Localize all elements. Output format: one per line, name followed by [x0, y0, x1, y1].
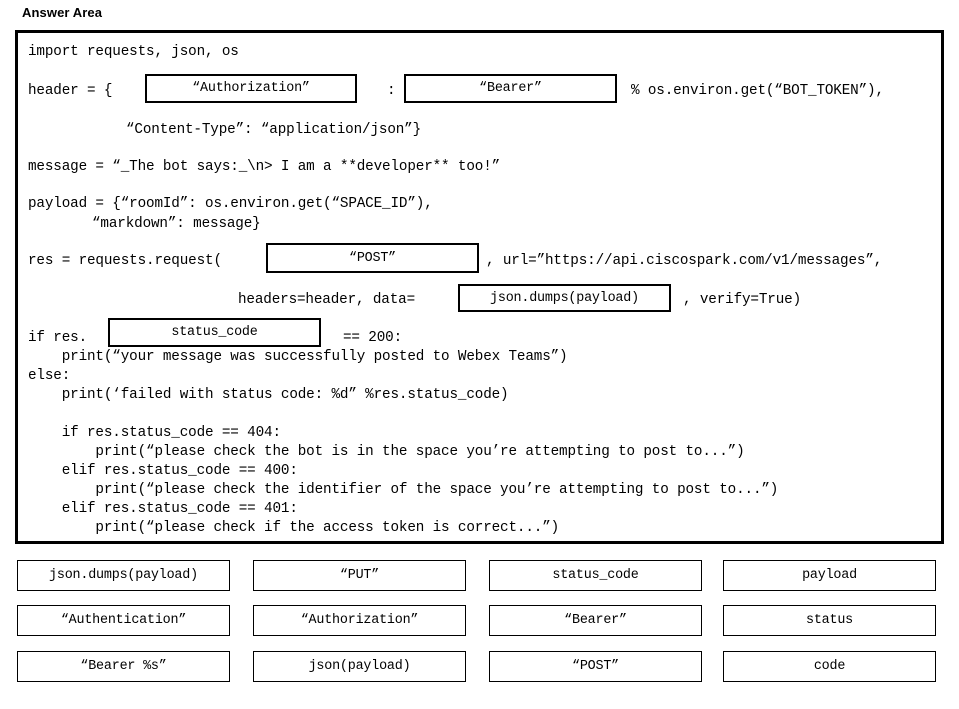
code-line: print(‘failed with status code: %d” %res…	[28, 387, 509, 403]
choice-bearer[interactable]: “Bearer”	[489, 605, 702, 636]
choice-status-code[interactable]: status_code	[489, 560, 702, 591]
answer-choice-pool: json.dumps(payload) “PUT” status_code paylo…	[0, 556, 959, 696]
code-line: :	[387, 83, 396, 99]
code-line: payload = {“roomId”: os.environ.get(“SPA…	[28, 196, 433, 212]
code-line: , verify=True)	[683, 292, 802, 308]
drop-box-authorization[interactable]: “Authorization”	[145, 74, 357, 103]
code-line: “markdown”: message}	[92, 216, 261, 232]
code-line: print(“please check the bot is in the sp…	[28, 444, 745, 460]
code-line: % os.environ.get(“BOT_TOKEN”),	[631, 83, 884, 99]
code-line: if res.	[28, 330, 88, 346]
drop-box-status-code[interactable]: status_code	[108, 318, 321, 347]
code-line: print(“your message was successfully pos…	[28, 349, 568, 365]
drop-box-bearer[interactable]: “Bearer”	[404, 74, 617, 103]
code-line: headers=header, data=	[238, 292, 416, 308]
code-line: elif res.status_code == 401:	[28, 501, 298, 517]
page-title: Answer Area	[22, 5, 103, 20]
code-line: print(“please check if the access token …	[28, 520, 560, 536]
code-line: else:	[28, 368, 71, 384]
choice-json-dumps-payload[interactable]: json.dumps(payload)	[17, 560, 230, 591]
choice-code[interactable]: code	[723, 651, 936, 682]
code-line: header = {	[28, 83, 113, 99]
choice-bearer-percent-s[interactable]: “Bearer %s”	[17, 651, 230, 682]
choice-authorization[interactable]: “Authorization”	[253, 605, 466, 636]
choice-payload[interactable]: payload	[723, 560, 936, 591]
code-line: , url=”https://api.ciscospark.com/v1/mes…	[486, 253, 883, 269]
code-surface: import requests, json, os header = {: % os…	[18, 33, 941, 541]
code-line: elif res.status_code == 400:	[28, 463, 298, 479]
code-line: print(“please check the identifier of th…	[28, 482, 779, 498]
choice-post[interactable]: “POST”	[489, 651, 702, 682]
choice-put[interactable]: “PUT”	[253, 560, 466, 591]
code-line: message = “_The bot says:_\n> I am a **d…	[28, 159, 501, 175]
choice-status[interactable]: status	[723, 605, 936, 636]
code-line: “Content-Type”: “application/json”}	[126, 122, 422, 138]
answer-area-code-panel: import requests, json, os header = {: % os…	[15, 30, 944, 544]
choice-json-payload[interactable]: json(payload)	[253, 651, 466, 682]
code-line: == 200:	[343, 330, 403, 346]
drop-box-method[interactable]: “POST”	[266, 243, 479, 273]
code-line: res = requests.request(	[28, 253, 222, 269]
code-line: import requests, json, os	[28, 44, 239, 60]
drop-box-data[interactable]: json.dumps(payload)	[458, 284, 671, 312]
code-line: if res.status_code == 404:	[28, 425, 281, 441]
choice-authentication[interactable]: “Authentication”	[17, 605, 230, 636]
